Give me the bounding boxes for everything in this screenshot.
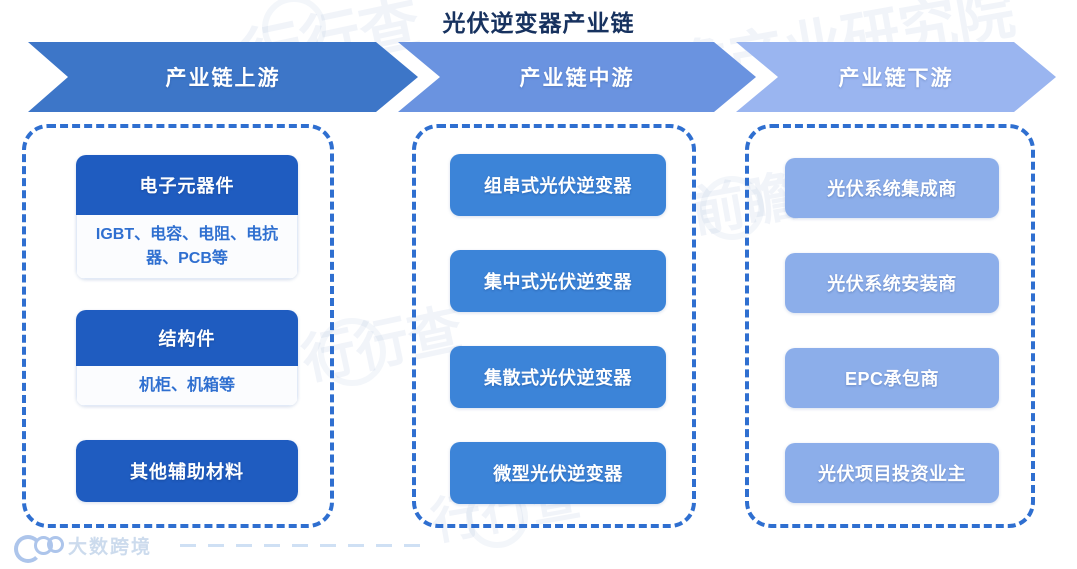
midstream-item-central-inverter: 集中式光伏逆变器 — [450, 250, 666, 312]
column-midstream: 组串式光伏逆变器 集中式光伏逆变器 集散式光伏逆变器 微型光伏逆变器 — [412, 124, 696, 528]
decorative-dash-line — [180, 544, 420, 547]
logo-mark-icon — [14, 533, 64, 563]
downstream-item-system-installer: 光伏系统安装商 — [785, 253, 999, 313]
midstream-item-micro-inverter: 微型光伏逆变器 — [450, 442, 666, 504]
upstream-card-structural-parts: 结构件 机柜、机箱等 — [76, 310, 298, 406]
page-title: 光伏逆变器产业链 — [442, 10, 635, 36]
banner-upstream-label: 产业链上游 — [165, 67, 281, 90]
upstream-card-1-body: IGBT、电容、电阻、电抗器、PCB等 — [76, 215, 298, 279]
upstream-card-3-title: 其他辅助材料 — [76, 440, 298, 502]
upstream-card-electronic-components: 电子元器件 IGBT、电容、电阻、电抗器、PCB等 — [76, 155, 298, 279]
banner-downstream-label: 产业链下游 — [838, 67, 954, 90]
upstream-card-other-materials: 其他辅助材料 — [76, 440, 298, 502]
downstream-item-system-integrator: 光伏系统集成商 — [785, 158, 999, 218]
midstream-item-distributed-central-inverter: 集散式光伏逆变器 — [450, 346, 666, 408]
stage-banner-row: 产业链上游 产业链中游 产业链下游 — [0, 42, 1077, 112]
midstream-item-string-inverter: 组串式光伏逆变器 — [450, 154, 666, 216]
watermark-ring-icon — [318, 318, 386, 386]
column-downstream: 光伏系统集成商 光伏系统安装商 EPC承包商 光伏项目投资业主 — [745, 124, 1035, 528]
upstream-card-1-title: 电子元器件 — [76, 155, 298, 215]
upstream-card-2-title: 结构件 — [76, 310, 298, 366]
banner-midstream-label: 产业链中游 — [519, 67, 635, 90]
watermark-ring-icon — [700, 176, 764, 240]
banner-midstream: 产业链中游 — [398, 42, 756, 112]
downstream-item-project-investor: 光伏项目投资业主 — [785, 443, 999, 503]
column-upstream: 电子元器件 IGBT、电容、电阻、电抗器、PCB等 结构件 机柜、机箱等 其他辅… — [22, 124, 334, 528]
banner-downstream: 产业链下游 — [736, 42, 1056, 112]
logo-watermark: 大数跨境 — [14, 532, 153, 563]
banner-upstream: 产业链上游 — [28, 42, 418, 112]
logo-text: 大数跨境 — [68, 537, 153, 558]
upstream-card-2-body: 机柜、机箱等 — [76, 366, 298, 406]
downstream-item-epc-contractor: EPC承包商 — [785, 348, 999, 408]
